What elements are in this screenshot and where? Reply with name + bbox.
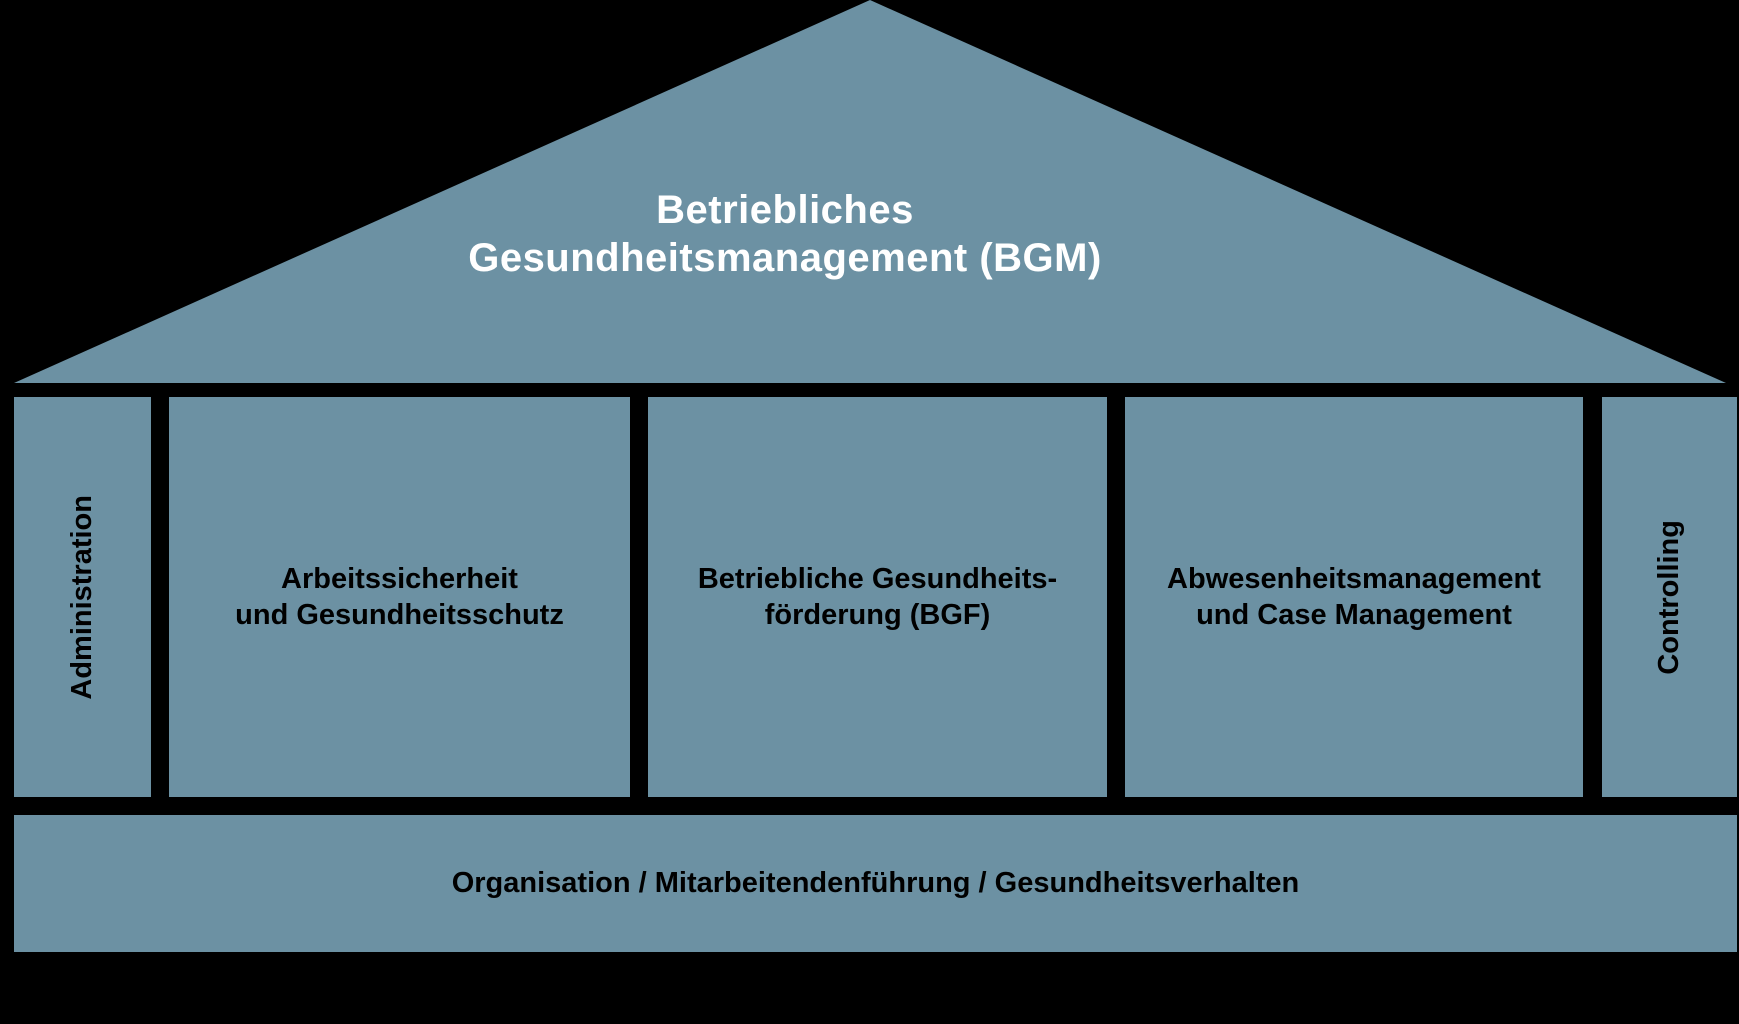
pillar-bgf-line1: Betriebliche Gesundheits- [697,563,1058,595]
pillar-abwesenheit-line1: Abwesenheitsmanagement [1167,563,1541,595]
pillar-bgf-label: Betriebliche Gesundheits- förderung (BGF… [698,561,1057,633]
pillar-controlling-label: Controlling [1653,519,1685,675]
roof-title: Betriebliches Gesundheitsmanagement (BGM… [14,186,1556,282]
pillar-arbeitssicherheit-label: Arbeitssicherheit und Gesundheitsschutz [235,561,564,633]
pillar-controlling: Controlling [1602,397,1737,797]
pillar-bgf: Betriebliche Gesundheits- förderung (BGF… [648,397,1107,797]
pillar-bgf-line2: förderung (BGF) [764,599,991,631]
pillar-abwesenheit-label: Abwesenheitsmanagement und Case Manageme… [1167,561,1541,633]
pillar-administration: Administration [14,397,151,797]
pillar-arbeitssicherheit-line2: und Gesundheitsschutz [235,599,564,631]
roof-title-line1: Betriebliches [656,188,914,232]
pillar-abwesenheit: Abwesenheitsmanagement und Case Manageme… [1125,397,1583,797]
roof-shape: Betriebliches Gesundheitsmanagement (BGM… [14,0,1726,383]
base-bar: Organisation / Mitarbeitendenführung / G… [14,815,1737,952]
base-bar-label: Organisation / Mitarbeitendenführung / G… [451,867,1300,899]
pillar-administration-label: Administration [66,494,98,700]
roof-title-line2: Gesundheitsmanagement (BGM) [468,236,1102,280]
pillar-abwesenheit-line2: und Case Management [1196,599,1512,631]
pillar-arbeitssicherheit-line1: Arbeitssicherheit [281,563,518,595]
pillar-arbeitssicherheit: Arbeitssicherheit und Gesundheitsschutz [169,397,630,797]
